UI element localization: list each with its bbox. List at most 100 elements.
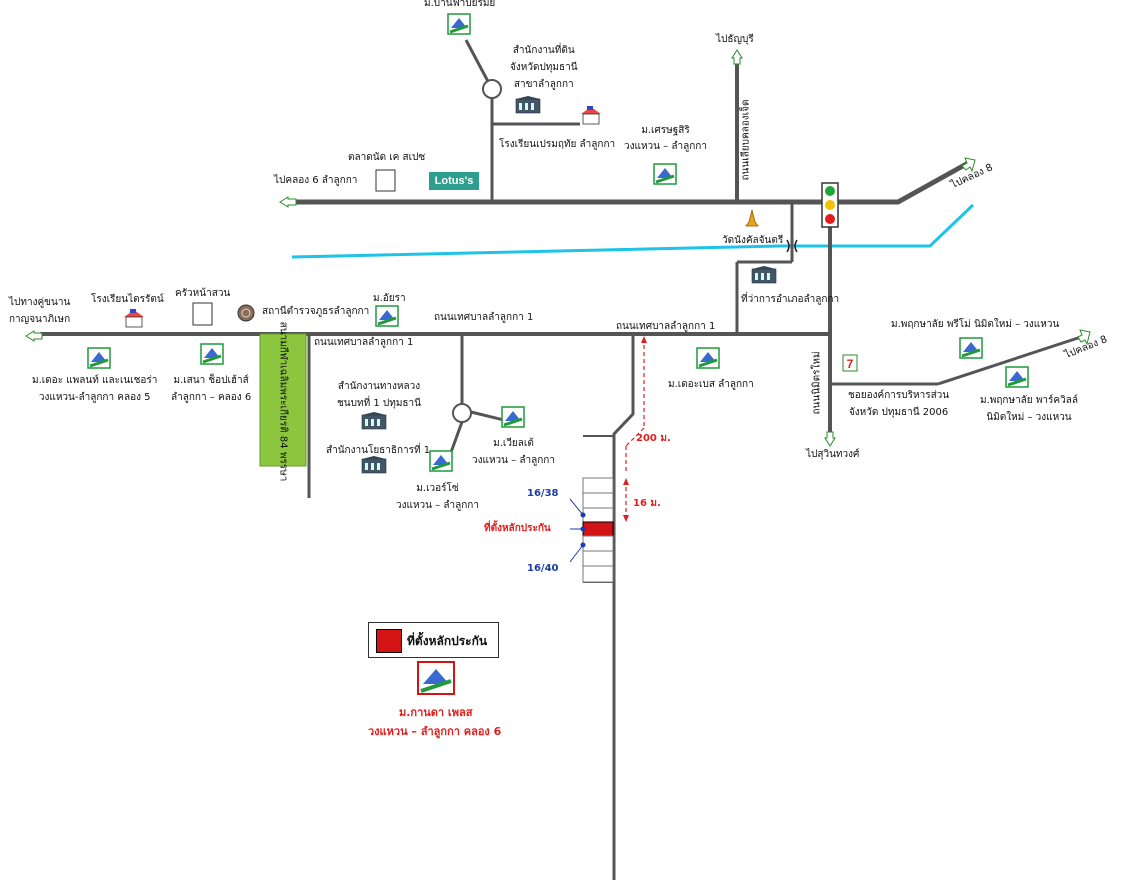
label-m-sena-1: ม.เสนา ช็อปเฮ้าส์ bbox=[173, 375, 249, 386]
label-stadium: สนามกีฬาเฉลิมพระเกียรติ 84 พรรษา bbox=[277, 321, 289, 482]
label-school-prem: โรงเรียนเปรมฤทัย ลำลูกกา bbox=[499, 139, 616, 150]
label-restaurant: ครัวหน้าสวน bbox=[175, 288, 231, 299]
label-m-sena-2: ลำลูกกา – คลอง 6 bbox=[171, 392, 252, 403]
traffic-green bbox=[825, 186, 835, 196]
lotus-brand: Lotus's bbox=[434, 175, 474, 187]
label-m-atchara: ม.อัยรา bbox=[373, 293, 406, 304]
plot-marker-3 bbox=[580, 542, 586, 548]
plot-marker-2 bbox=[580, 526, 586, 532]
legend-label: ที่ตั้งหลักประกัน bbox=[407, 634, 488, 648]
building-icon-district bbox=[751, 266, 777, 284]
canal bbox=[291, 203, 975, 259]
label-road-nimit: ถนนนิมิตรใหม่ bbox=[811, 351, 823, 415]
label-m-verzo-1: ม.เวอร์โซ่ bbox=[416, 483, 459, 494]
label-m-pruksa-park-1: ม.พฤกษาลัย พาร์ควิลล์ bbox=[980, 395, 1078, 406]
house-icon-kanda-subject bbox=[417, 661, 455, 695]
house-icon-pruksa-park bbox=[1005, 366, 1029, 388]
arrow-to-khlong8-top bbox=[961, 157, 976, 173]
label-land-office-2: จังหวัดปทุมธานี bbox=[510, 62, 578, 73]
label-road-tessaban-b: ถนนเทศบาลลำลูกกา 1 bbox=[314, 337, 414, 348]
label-land-office: สำนักงานที่ดิน จังหวัดปทุมธานี สาขาลำลูก… bbox=[510, 44, 578, 92]
label-dist-200: 200 ม. bbox=[636, 433, 671, 444]
plot-7 bbox=[582, 565, 614, 583]
market-icon bbox=[375, 169, 396, 192]
label-dist-16: 16 ม. bbox=[633, 498, 661, 509]
label-plot-top: 16/38 bbox=[527, 488, 559, 499]
label-m-pruksa-park-2: นิมิตใหม่ – วงแหวน bbox=[986, 412, 1072, 423]
label-m-sena: ม.เสนา ช็อปเฮ้าส์ ลำลูกกา – คลอง 6 bbox=[171, 374, 251, 405]
stadium-area bbox=[259, 333, 307, 467]
house-icon-settha bbox=[653, 163, 677, 185]
plot-5 bbox=[582, 535, 614, 552]
seven-eleven-icon bbox=[842, 354, 858, 372]
arrow-to-khlong6 bbox=[279, 196, 297, 208]
label-sao-2: จังหวัด ปทุมธานี 2006 bbox=[848, 407, 949, 418]
legend-swatch bbox=[376, 629, 402, 653]
police-icon-inner bbox=[241, 308, 251, 318]
label-m-villaggio-1: ม.เวียลเต้ bbox=[493, 438, 534, 449]
house-icon-villaggio bbox=[501, 406, 525, 428]
label-police: สถานีตำรวจภูธรลำลูกกา bbox=[262, 306, 370, 317]
dist-200-arrow bbox=[641, 336, 647, 343]
house-icon-sena bbox=[200, 343, 224, 365]
seven-eleven-mark: 7 bbox=[847, 357, 854, 371]
school-icon-prem bbox=[581, 106, 601, 125]
dist-200-line-2 bbox=[625, 427, 645, 447]
label-district-office: ที่ว่าการอำเภอลำลูกกา bbox=[741, 294, 840, 305]
label-m-pruksa-park: ม.พฤกษาลัย พาร์ควิลล์ นิมิตใหม่ – วงแหวน bbox=[980, 394, 1078, 425]
building-icon-public-works bbox=[361, 456, 387, 474]
label-highway-office: สำนักงานทางหลวง ชนบทที่ 1 ปทุมธานี bbox=[337, 380, 421, 411]
plot-1 bbox=[582, 477, 614, 494]
house-icon-atchara bbox=[375, 305, 399, 327]
school-icon-trai bbox=[124, 309, 144, 328]
label-m-the-base: ม.เดอะเบส ลำลูกกา bbox=[668, 379, 754, 390]
plot-3 bbox=[582, 507, 614, 523]
restaurant-icon bbox=[192, 302, 213, 326]
plot-2 bbox=[582, 492, 614, 509]
label-sao-1: ชอยองค์การบริหารส่วน bbox=[848, 390, 950, 401]
label-land-office-3: สาขาลำลูกกา bbox=[513, 79, 574, 90]
police-icon bbox=[237, 304, 255, 322]
label-to-khlong6: ไปคลอง 6 ลำลูกกา bbox=[274, 175, 358, 186]
road-right-diag bbox=[937, 334, 1085, 386]
plot-marker-line-3 bbox=[569, 544, 584, 563]
label-highway-office-2: ชนบทที่ 1 ปทุมธานี bbox=[337, 398, 421, 409]
label-plot-bottom: 16/40 bbox=[527, 563, 559, 574]
label-to-kuku-1: ไปทางคู่ขนาน bbox=[9, 297, 71, 308]
house-icon-the-plant bbox=[87, 347, 111, 369]
legend-box: ที่ตั้งหลักประกัน bbox=[368, 622, 499, 658]
label-to-kuku: ไปทางคู่ขนาน กาญจนาภิเษก bbox=[9, 296, 70, 327]
building-icon-highway bbox=[361, 412, 387, 430]
label-m-the-plant-1: ม.เดอะ แพลนท์ และเนเชอร่า bbox=[32, 375, 158, 386]
label-m-villaggio-2: วงแหวน – ลำลูกกา bbox=[472, 455, 555, 466]
label-m-settha-1: ม.เศรษฐสิริ bbox=[641, 125, 690, 136]
label-public-works: สำนักงานโยธาธิการที่ 1 bbox=[326, 445, 431, 456]
label-to-thanyaburi: ไปธัญบุรี bbox=[716, 34, 754, 45]
label-to-kuku-2: กาญจนาภิเษก bbox=[9, 314, 71, 325]
label-road-tessaban-c: ถนนเทศบาลลำลูกกา 1 bbox=[616, 321, 716, 332]
label-school-trai: โรงเรียนไตรรัตน์ bbox=[91, 294, 164, 305]
arrow-to-suwin bbox=[824, 431, 836, 447]
label-collateral-site: ที่ตั้งหลักประกัน bbox=[484, 523, 551, 534]
label-m-villaggio: ม.เวียลเต้ วงแหวน – ลำลูกกา bbox=[472, 437, 555, 468]
label-m-ban-fah: ม.บ้านฟ้าปิยรมย์ bbox=[424, 0, 496, 9]
dist-16-arrow-bottom bbox=[623, 515, 629, 522]
road-site bbox=[612, 334, 635, 880]
house-icon-ban-fah bbox=[447, 13, 471, 35]
label-road-tessaban-a: ถนนเทศบาลลำลูกกา 1 bbox=[434, 312, 534, 323]
house-icon-the-base bbox=[696, 347, 720, 369]
label-wat: วัดนังคัลจันตรี bbox=[722, 235, 784, 246]
label-to-suwinthawong: ไปสุวินทวงศ์ bbox=[806, 449, 860, 460]
traffic-yellow bbox=[825, 200, 835, 210]
house-icon-pruksa-primo bbox=[959, 337, 983, 359]
label-m-the-plant-2: วงแหวน-ลำลูกกา คลอง 5 bbox=[38, 392, 151, 403]
label-highway-office-1: สำนักงานทางหลวง bbox=[337, 381, 421, 392]
label-sao: ชอยองค์การบริหารส่วน จังหวัด ปทุมธานี 20… bbox=[848, 389, 949, 420]
plot-marker-line-1 bbox=[569, 498, 584, 516]
label-m-pruksa-primo: ม.พฤกษาลัย พรีโม่ นิมิตใหม่ – วงแหวน bbox=[891, 319, 1060, 330]
temple-icon bbox=[745, 209, 759, 227]
label-m-the-plant: ม.เดอะ แพลนท์ และเนเชอร่า วงแหวน-ลำลูกกา… bbox=[32, 374, 157, 405]
label-m-settha: ม.เศรษฐสิริ วงแหวน – ลำลูกกา bbox=[624, 124, 707, 154]
arrow-to-thanyaburi bbox=[731, 49, 743, 65]
